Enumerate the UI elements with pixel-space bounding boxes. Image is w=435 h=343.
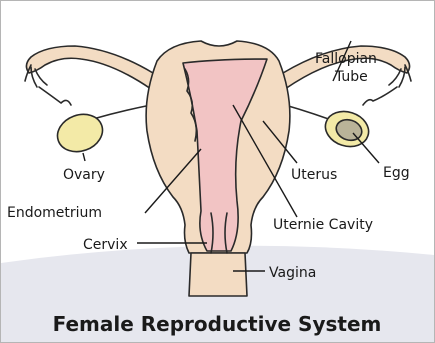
fallopian-tube-left: [26, 46, 153, 89]
label-endometrium: Endometrium: [7, 205, 102, 221]
figure-caption: Female Reproductive System: [53, 312, 382, 336]
ovarian-ligament-left: [93, 105, 151, 119]
label-uterine-cavity: Uternie Cavity: [273, 217, 373, 233]
label-fallopian-tube-line1: Fallopian: [315, 51, 377, 67]
label-ovary: Ovary: [63, 167, 105, 183]
ovary-left: [52, 108, 108, 158]
fimbriae-left: [25, 65, 71, 105]
label-cervix: Cervix: [83, 237, 128, 253]
label-egg: Egg: [383, 165, 410, 181]
label-vagina: Vagina: [269, 265, 316, 281]
vagina: [189, 253, 247, 296]
label-fallopian-tube-line2: Tube: [334, 69, 368, 85]
label-uterus: Uterus: [291, 167, 337, 183]
pointer-ovary: [83, 153, 85, 161]
